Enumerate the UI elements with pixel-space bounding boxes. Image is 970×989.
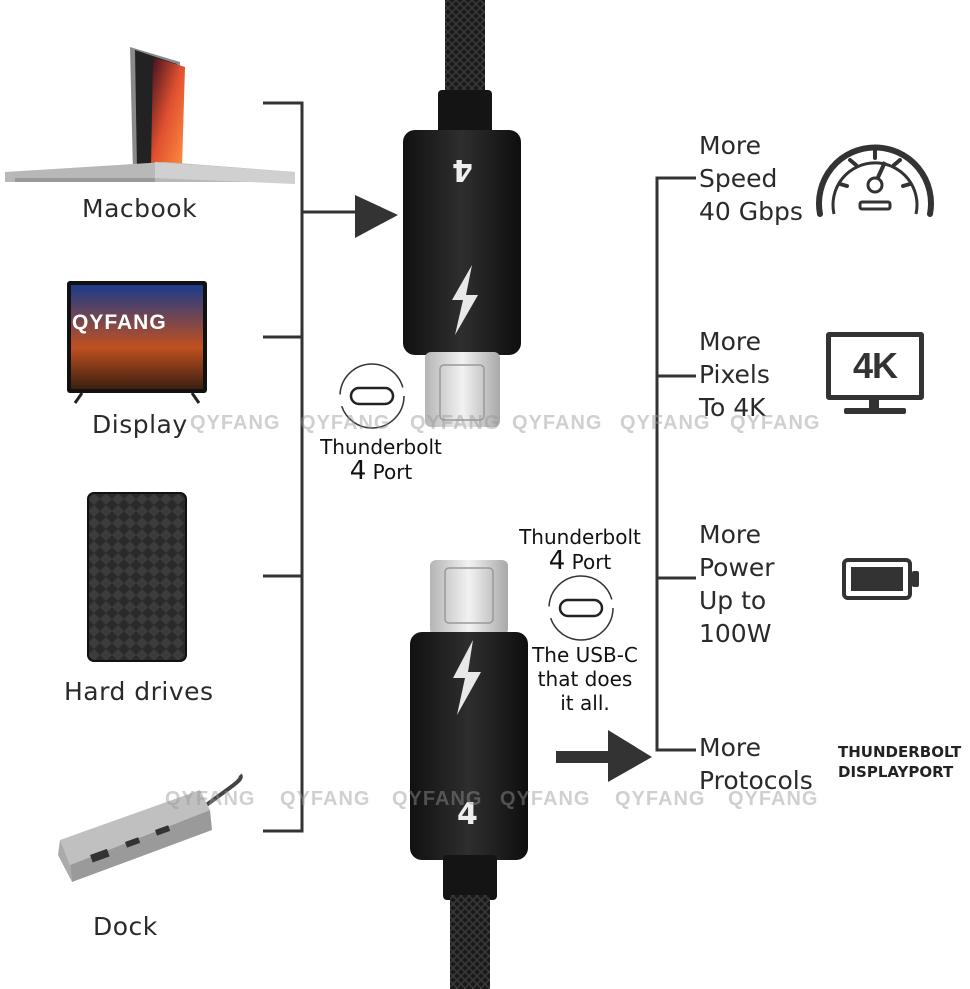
protocol-displayport: DISPLAYPORT (838, 763, 954, 781)
thunderbolt-icon (453, 640, 481, 715)
watermark: QYFANG (190, 412, 281, 434)
cable-top (403, 0, 521, 427)
watermark: QYFANG (300, 412, 391, 434)
tv-brand-text: QYFANG (72, 311, 167, 334)
feature-pixels: More Pixels To 4K (699, 325, 770, 424)
battery-icon (842, 558, 919, 600)
hard-drive-icon (87, 492, 187, 662)
port-top-line2: 4 Port (311, 456, 451, 486)
watermark: QYFANG (392, 788, 483, 810)
speedometer-icon (816, 144, 934, 217)
tv-icon (67, 281, 207, 404)
feature-line: 100W (699, 619, 772, 648)
usbc-caption-line: it all. (560, 691, 610, 715)
port-top-caption: Thunderbolt 4 Port (311, 435, 451, 484)
protocol-thunderbolt: THUNDERBOLT (838, 743, 962, 761)
watermark: QYFANG (615, 788, 706, 810)
feature-line: Power (699, 553, 775, 582)
port-bottom-line2: 4 Port (510, 546, 650, 576)
feature-line: Up to (699, 586, 767, 615)
thunderbolt-icon (452, 265, 478, 335)
laptop-icon (5, 47, 295, 184)
usbc-caption: The USB-C that does it all. (520, 643, 650, 715)
feature-line: Speed (699, 164, 778, 193)
monitor-4k-icon: 4K (826, 332, 924, 420)
arrow-right-icon (608, 730, 652, 782)
watermark: QYFANG (500, 788, 591, 810)
watermark: QYFANG (165, 788, 256, 810)
device-label-macbook: Macbook (82, 194, 198, 223)
device-label-dock: Dock (93, 912, 158, 941)
watermark: QYFANG (280, 788, 371, 810)
feature-line: 40 Gbps (699, 197, 803, 226)
port-top-port: Port (372, 460, 413, 484)
device-label-hard-drives: Hard drives (64, 677, 214, 706)
feature-line: Pixels (699, 360, 770, 389)
arrow-right-icon (355, 195, 398, 238)
port-bottom-line1: Thunderbolt (519, 525, 641, 549)
watermark: QYFANG (512, 412, 603, 434)
feature-protocols: More Protocols (699, 731, 813, 797)
connector-bottom-mark: 4 (457, 797, 478, 832)
watermark: QYFANG (620, 412, 711, 434)
dock-icon (58, 773, 243, 882)
port-bottom-num: 4 (548, 546, 566, 576)
port-bottom-caption: Thunderbolt 4 Port (510, 525, 650, 574)
feature-power: More Power Up to 100W (699, 518, 775, 650)
feature-line: To 4K (699, 393, 766, 422)
usbc-caption-line: The USB-C (532, 643, 638, 667)
usbc-caption-line: that does (537, 667, 633, 691)
feature-line: More (699, 520, 761, 549)
watermark: QYFANG (728, 788, 819, 810)
watermark: QYFANG (410, 412, 501, 434)
usbc-port-icon (339, 363, 405, 429)
watermark: QYFANG (730, 412, 821, 434)
connector-top-mark: 4 (452, 152, 473, 187)
device-label-display: Display (92, 410, 188, 439)
usbc-port-icon (548, 575, 614, 641)
feature-line: More (699, 327, 761, 356)
feature-line: More (699, 131, 761, 160)
monitor-4k-badge: 4K (852, 345, 898, 386)
feature-line: More (699, 733, 761, 762)
feature-speed: More Speed 40 Gbps (699, 129, 803, 228)
protocol-list: THUNDERBOLT DISPLAYPORT (838, 742, 961, 782)
port-bottom-port: Port (571, 550, 612, 574)
port-top-line1: Thunderbolt (320, 435, 442, 459)
feature-line: Protocols (699, 766, 813, 795)
cable-bottom (410, 560, 528, 989)
port-top-num: 4 (349, 456, 367, 486)
